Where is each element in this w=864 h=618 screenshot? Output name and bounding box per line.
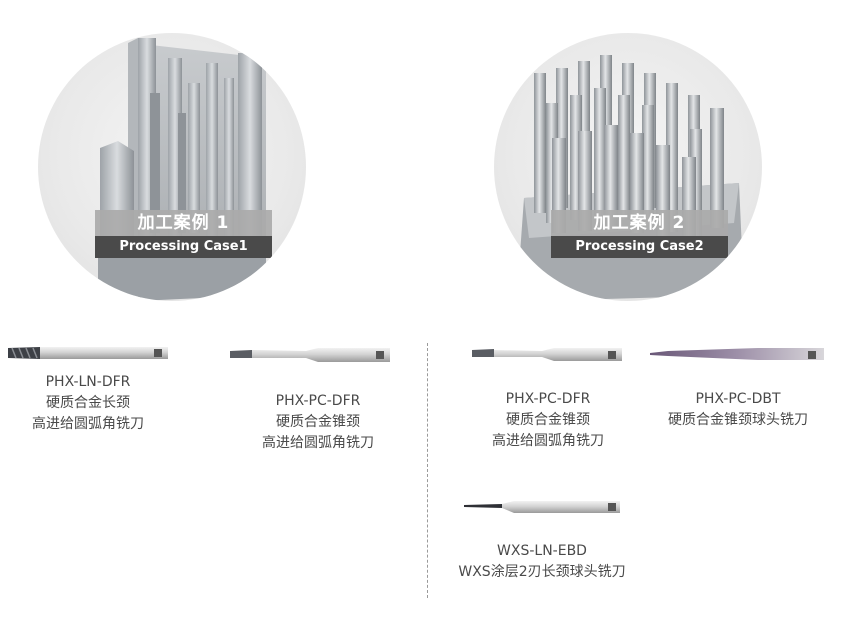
end-mill-image-phx-pc-dbt [650,348,824,360]
end-mill-image-phx-pc-dfr [230,348,390,362]
case1-title-en: Processing Case1 [95,236,272,258]
tool-desc-line2: 高进给圆弧角铣刀 [492,433,604,449]
tool-desc-line1: 硬质合金锥颈 [506,412,590,428]
processing-case-1: 加工案例 1 Processing Case1 [38,33,306,301]
tool-card-wxs-ln-ebd: WXS-LN-EBD WXS涂层2刃长颈球头铣刀 [440,541,644,583]
tool-card-phx-pc-dfr-2: PHX-PC-DFR 硬质合金锥颈 高进给圆弧角铣刀 [468,389,628,452]
tool-card-phx-pc-dbt: PHX-PC-DBT 硬质合金锥颈球头铣刀 [648,389,828,431]
end-mill-image-phx-ln-dfr [8,347,168,359]
case2-workpiece-image [519,55,744,301]
tool-desc-line1: WXS涂层2刃长颈球头铣刀 [458,564,626,580]
tool-desc-line1: 硬质合金锥颈 [276,414,360,430]
tool-model: PHX-LN-DFR [45,374,131,390]
processing-case-2: 加工案例 2 Processing Case2 [494,33,762,301]
tool-desc-line1: 硬质合金长颈 [46,395,130,411]
section-divider [427,343,428,598]
tool-desc-line2: 高进给圆弧角铣刀 [262,435,374,451]
tool-model: PHX-PC-DFR [275,393,361,409]
case1-workpiece-image [98,38,266,301]
case2-title-cn: 加工案例 2 [551,210,728,236]
tool-card-phx-ln-dfr: PHX-LN-DFR 硬质合金长颈 高进给圆弧角铣刀 [8,372,168,435]
case1-title-cn: 加工案例 1 [95,210,272,236]
tool-card-phx-pc-dfr: PHX-PC-DFR 硬质合金锥颈 高进给圆弧角铣刀 [238,391,398,454]
end-mill-image-phx-pc-dfr-2 [472,348,622,361]
case2-title-en: Processing Case2 [551,236,728,258]
tool-model: WXS-LN-EBD [497,543,587,559]
end-mill-image-wxs-ln-ebd [464,501,620,513]
tool-desc-line2: 高进给圆弧角铣刀 [32,416,144,432]
tool-desc-line1: 硬质合金锥颈球头铣刀 [668,412,808,428]
tool-model: PHX-PC-DFR [505,391,591,407]
tool-model: PHX-PC-DBT [695,391,781,407]
